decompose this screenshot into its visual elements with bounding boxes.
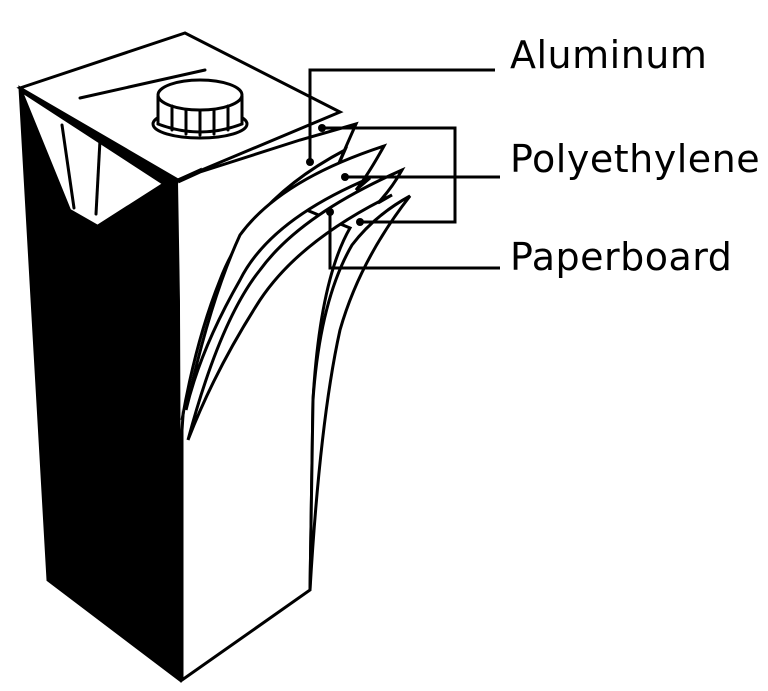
carton-fold-line-3: [96, 178, 172, 228]
leader-polyethylene-dot-3: [341, 173, 349, 181]
carton-fold-line: [60, 123, 76, 210]
carton-fold-line-2: [94, 138, 102, 216]
label-polyethylene: Polyethylene: [510, 137, 760, 181]
leader-polyethylene-bracket: [322, 126, 457, 224]
label-paperboard: Paperboard: [510, 235, 732, 279]
leader-aluminum: [308, 68, 495, 162]
label-aluminum: Aluminum: [510, 33, 707, 77]
leader-paperboard: [328, 212, 500, 270]
layer-polyethylene-outer: [184, 143, 388, 411]
leader-aluminum-dot: [306, 158, 314, 166]
leader-polyethylene-dot-1: [318, 124, 326, 132]
peeled-layers: [177, 121, 412, 591]
layer-paperboard-sheet: [186, 166, 406, 441]
screw-cap-icon: [151, 78, 249, 140]
leader-paperboard-dot: [326, 208, 334, 216]
carton-top-seam: [78, 68, 207, 100]
leader-lines: [306, 68, 500, 270]
leader-polyethylene-dot-2: [356, 218, 364, 226]
